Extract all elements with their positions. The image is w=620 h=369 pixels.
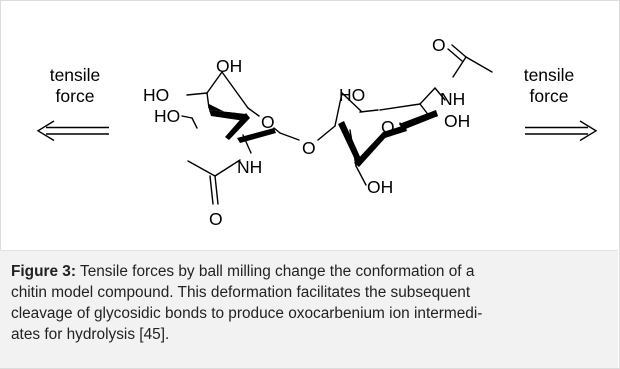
caption-line-2: chitin model compound. This deformation … bbox=[11, 284, 471, 301]
caption-text: Figure 3: Tensile forces by ball milling… bbox=[11, 261, 611, 345]
caption-line-1-text: Tensile forces by ball milling change th… bbox=[76, 263, 475, 280]
atom-label-ring1-ho-2: HO bbox=[154, 106, 180, 126]
atom-label-ring1-o-carbonyl: O bbox=[209, 209, 223, 229]
caption-line-4: ates for hydrolysis [45]. bbox=[11, 326, 170, 343]
left-force-label-line1: tensile bbox=[50, 65, 101, 85]
caption-line-3: cleavage of glycosidic bonds to produce … bbox=[11, 305, 483, 322]
atom-label-ring1-nh: NH bbox=[237, 157, 262, 177]
chemical-structure-figure: tensile force tensile force bbox=[36, 35, 598, 229]
right-force-annotation: tensile force bbox=[524, 65, 598, 142]
right-double-arrow-icon bbox=[525, 120, 598, 142]
atom-label-ring2-o-ring: O bbox=[381, 117, 395, 137]
atom-label-ring2-oh-right: OH bbox=[444, 111, 470, 131]
molecule-atom-labels: OH HO HO O NH O O HO NH O O OH OH bbox=[143, 35, 470, 229]
left-force-annotation: tensile force bbox=[36, 65, 109, 142]
figure-label: Figure 3: bbox=[11, 263, 76, 280]
figure-caption: Figure 3: Tensile forces by ball milling… bbox=[0, 250, 618, 368]
atom-label-ring2-nh: NH bbox=[440, 89, 465, 109]
right-force-label-line2: force bbox=[530, 86, 569, 106]
caption-line-1: Figure 3: Tensile forces by ball milling… bbox=[11, 261, 611, 282]
molecule-wedge-bonds bbox=[209, 104, 438, 167]
atom-label-ring2-o-carbonyl: O bbox=[432, 35, 446, 55]
left-double-arrow-icon bbox=[36, 120, 109, 142]
atom-label-ring1-o-ring: O bbox=[261, 112, 275, 132]
right-force-label-line1: tensile bbox=[524, 65, 575, 85]
atom-label-glycosidic-o: O bbox=[302, 138, 316, 158]
atom-label-ring1-oh-top: OH bbox=[216, 56, 242, 76]
atom-label-ring1-ho-1: HO bbox=[143, 85, 169, 105]
atom-label-ring2-ho: HO bbox=[339, 85, 365, 105]
left-force-label-line2: force bbox=[56, 86, 95, 106]
atom-label-ring2-oh-bottom: OH bbox=[367, 177, 393, 197]
